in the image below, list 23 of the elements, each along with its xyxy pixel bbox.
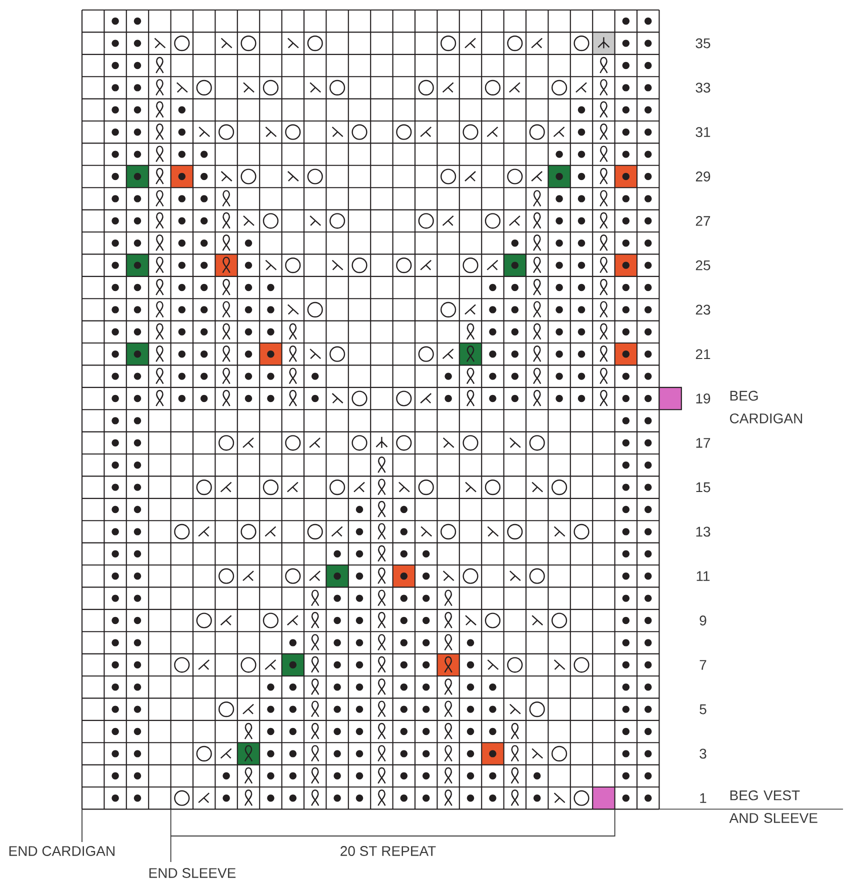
row-number: 7: [700, 660, 706, 670]
row-number: 13: [696, 526, 710, 537]
end-label: END SLEEVE: [149, 868, 236, 878]
row-number: 19: [696, 394, 710, 404]
row-number: 29: [696, 172, 710, 182]
row-number: 11: [696, 571, 710, 581]
row-number: 31: [696, 127, 710, 138]
repeat-label: 20 ST REPEAT: [340, 846, 436, 856]
row-number: 17: [696, 438, 710, 448]
row-number: 25: [696, 260, 710, 270]
row-number: 9: [700, 616, 706, 626]
row-number: 27: [696, 216, 710, 226]
row-number: 35: [696, 38, 710, 48]
start-label: BEG VEST AND SLEEVE: [729, 790, 818, 823]
row-number: 1: [700, 793, 706, 803]
row-number: 15: [696, 482, 710, 492]
row-number: 21: [696, 349, 710, 359]
end-label: END CARDIGAN: [9, 846, 114, 856]
start-label: BEG CARDIGAN: [730, 390, 802, 424]
row-number: 3: [700, 748, 706, 759]
row-number: 5: [700, 704, 706, 714]
row-number: 33: [696, 82, 710, 93]
row-number: 23: [696, 304, 710, 315]
